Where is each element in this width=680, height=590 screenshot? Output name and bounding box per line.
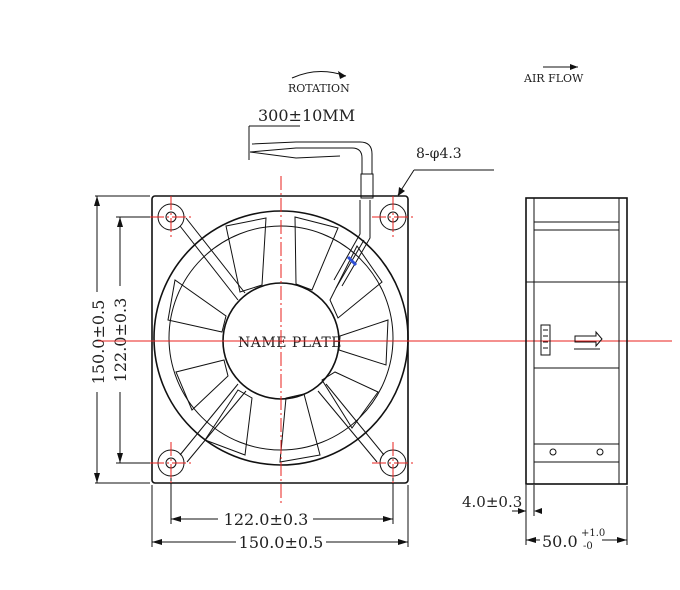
- rotation-arc-icon: [291, 71, 347, 79]
- depth-label: 50.0: [542, 532, 578, 551]
- width-hole-label: 122.0±0.3: [224, 510, 309, 529]
- wire-sleeve: [360, 173, 374, 199]
- side-label-mark: [540, 324, 603, 356]
- rotation-label: ROTATION: [288, 82, 350, 95]
- airflow-label: AIR FLOW: [523, 72, 584, 85]
- lead-length-label: 300±10MM: [258, 106, 355, 125]
- height-overall-label: 150.0±0.5: [89, 300, 108, 385]
- frame-struts: [179, 217, 385, 463]
- horizontal-dimensions: [151, 476, 409, 547]
- width-overall-label: 150.0±0.5: [239, 533, 324, 552]
- vertical-dimensions: [94, 195, 160, 484]
- side-body: [525, 197, 628, 485]
- flange-label: 4.0±0.3: [462, 493, 522, 511]
- holes-label: 8-φ4.3: [416, 146, 462, 162]
- name-plate-label: NAME PLATE: [238, 335, 342, 351]
- side-view: AIR FLOW 4.0±0.3: [462, 64, 628, 552]
- depth-tol-upper: +1.0: [581, 528, 605, 539]
- depth-tol-lower: -0: [583, 541, 593, 552]
- front-view: NAME PLATE 300±10MM ROTATION 8-φ4.3: [89, 71, 494, 552]
- lead-wire: [248, 126, 374, 289]
- height-hole-label: 122.0±0.3: [111, 298, 130, 383]
- wire-clip-mark: [346, 255, 358, 267]
